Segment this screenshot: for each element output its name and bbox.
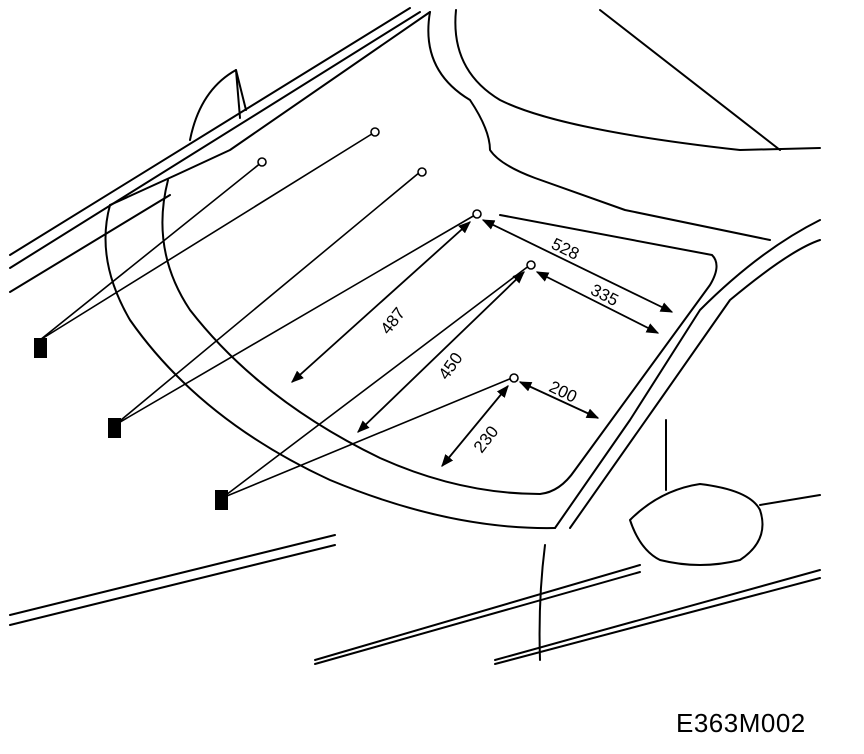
mount-point-1 xyxy=(257,157,267,167)
mount-point-3 xyxy=(417,167,427,177)
dimension-528-label: 528 xyxy=(548,234,582,264)
figure-code: E363M002 xyxy=(676,708,806,738)
dimension-528-line xyxy=(481,219,674,313)
connector-block-3 xyxy=(215,490,228,510)
dimension-335-line xyxy=(535,271,660,334)
dimension-450-line xyxy=(357,271,525,433)
dimension-lines xyxy=(291,219,674,467)
dimension-487-line xyxy=(291,221,471,383)
connector-block-1 xyxy=(34,338,47,358)
wire-leads xyxy=(39,131,531,499)
connector-block-2 xyxy=(108,418,121,438)
mount-point-2 xyxy=(370,127,380,137)
dimension-200-line xyxy=(518,381,600,419)
dimension-200-label: 200 xyxy=(546,377,580,407)
dimension-487-label: 487 xyxy=(377,304,409,338)
car-body-outline xyxy=(9,7,821,665)
mount-point-5 xyxy=(526,260,536,270)
dimension-230-line xyxy=(441,385,509,467)
mount-point-4 xyxy=(472,209,482,219)
mount-point-6 xyxy=(509,373,519,383)
